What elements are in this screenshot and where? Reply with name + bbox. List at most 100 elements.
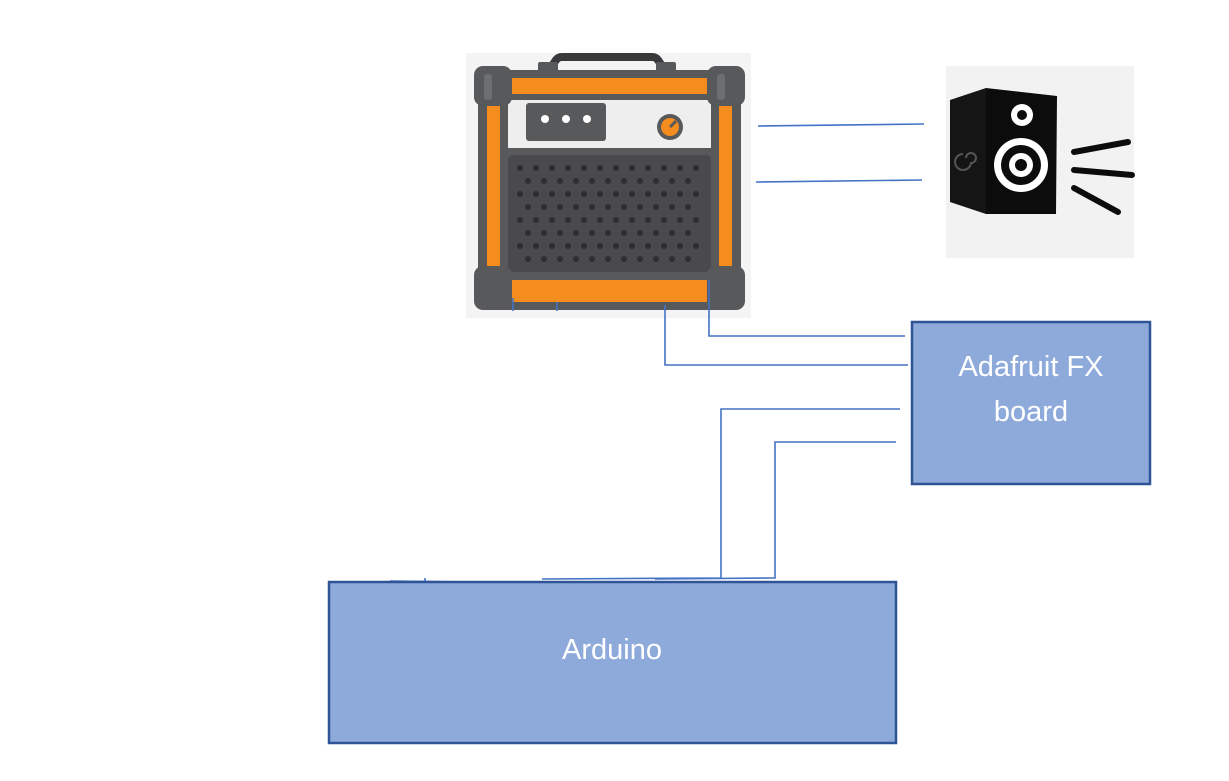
wire-fx-arduino-1 (541, 408, 900, 580)
grille-dot (637, 230, 643, 236)
grille-dot (621, 230, 627, 236)
grille-dot (541, 204, 547, 210)
grille-dot (589, 204, 595, 210)
grille-dot (677, 191, 683, 197)
grille-dot (669, 256, 675, 262)
grille-dot (645, 191, 651, 197)
grille-dot (669, 230, 675, 236)
fx-board-node: Adafruit FX board (910, 320, 1152, 486)
grille-dot (541, 256, 547, 262)
grille-dot (677, 165, 683, 171)
grille-dot (685, 256, 691, 262)
grille-dot (621, 256, 627, 262)
grille-dot (645, 243, 651, 249)
grille-dot (525, 230, 531, 236)
grille-dot (605, 256, 611, 262)
grille-dot (525, 256, 531, 262)
grille-dot (597, 191, 603, 197)
grille-dot (685, 204, 691, 210)
grille-dot (645, 165, 651, 171)
grille-dot (669, 204, 675, 210)
grille-dot (557, 256, 563, 262)
grille-dot (557, 178, 563, 184)
grille-dot (565, 191, 571, 197)
guitar-amplifier-icon (466, 53, 751, 318)
grille-dot (589, 230, 595, 236)
grille-dot (533, 191, 539, 197)
grille-dot (693, 243, 699, 249)
grille-dot (517, 243, 523, 249)
speaker-icon (946, 66, 1135, 258)
grille-dot (653, 256, 659, 262)
grille-dot (693, 191, 699, 197)
grille-dot (661, 191, 667, 197)
grille-dot (629, 243, 635, 249)
grille-dot (629, 191, 635, 197)
fx-board-label-line-2: board (994, 396, 1068, 428)
grille-dot (589, 256, 595, 262)
grille-dot (661, 243, 667, 249)
grille-dot (581, 217, 587, 223)
grille-dot (677, 243, 683, 249)
grille-dot (613, 165, 619, 171)
grille-dot (533, 165, 539, 171)
arduino-node: Arduino (327, 580, 898, 745)
grille-dot (573, 178, 579, 184)
grille-dot (549, 217, 555, 223)
grille-dot (525, 178, 531, 184)
grille-dot (597, 217, 603, 223)
grille-dot (661, 217, 667, 223)
wire-amp-fx-1 (708, 280, 905, 337)
grille-dot (581, 191, 587, 197)
grille-dot (517, 165, 523, 171)
grille-dot (653, 178, 659, 184)
grille-dot (629, 165, 635, 171)
grille-dot (557, 204, 563, 210)
grille-dot (541, 178, 547, 184)
grille-dot (525, 204, 531, 210)
grille-dot (685, 230, 691, 236)
grille-dot (645, 217, 651, 223)
grille-dot (573, 204, 579, 210)
grille-dot (549, 191, 555, 197)
fx-board-box (910, 320, 1152, 486)
arduino-box (327, 580, 898, 745)
grille-dot (597, 243, 603, 249)
grille-dot (613, 217, 619, 223)
grille-dot (517, 191, 523, 197)
grille-dot (597, 165, 603, 171)
grille-dot (581, 165, 587, 171)
grille-dot (637, 178, 643, 184)
grille-dot (605, 178, 611, 184)
grille-dot (589, 178, 595, 184)
wire-amp-speaker-2 (755, 179, 923, 183)
grille-dot (565, 217, 571, 223)
grille-dot (565, 165, 571, 171)
grille-dot (613, 191, 619, 197)
grille-dot (581, 243, 587, 249)
grille-dot (533, 217, 539, 223)
grille-dot (573, 230, 579, 236)
grille-dot (613, 243, 619, 249)
grille-dot (605, 204, 611, 210)
grille-dot (653, 230, 659, 236)
grille-dot (653, 204, 659, 210)
grille-dot (621, 178, 627, 184)
grille-dot (549, 165, 555, 171)
grille-dot (661, 165, 667, 171)
grille-dot (573, 256, 579, 262)
grille-dot (517, 217, 523, 223)
grille-dot (685, 178, 691, 184)
grille-dot (629, 217, 635, 223)
grille-dot (621, 204, 627, 210)
wire-amp-fx-2 (664, 305, 908, 366)
fx-board-label-line-1: Adafruit FX (958, 351, 1103, 383)
grille-dot (669, 178, 675, 184)
grille-dot (557, 230, 563, 236)
grille-dot (605, 230, 611, 236)
grille-dot (565, 243, 571, 249)
grille-dot (637, 256, 643, 262)
grille-dot (693, 165, 699, 171)
grille-dot (549, 243, 555, 249)
arduino-label: Arduino (562, 634, 662, 666)
